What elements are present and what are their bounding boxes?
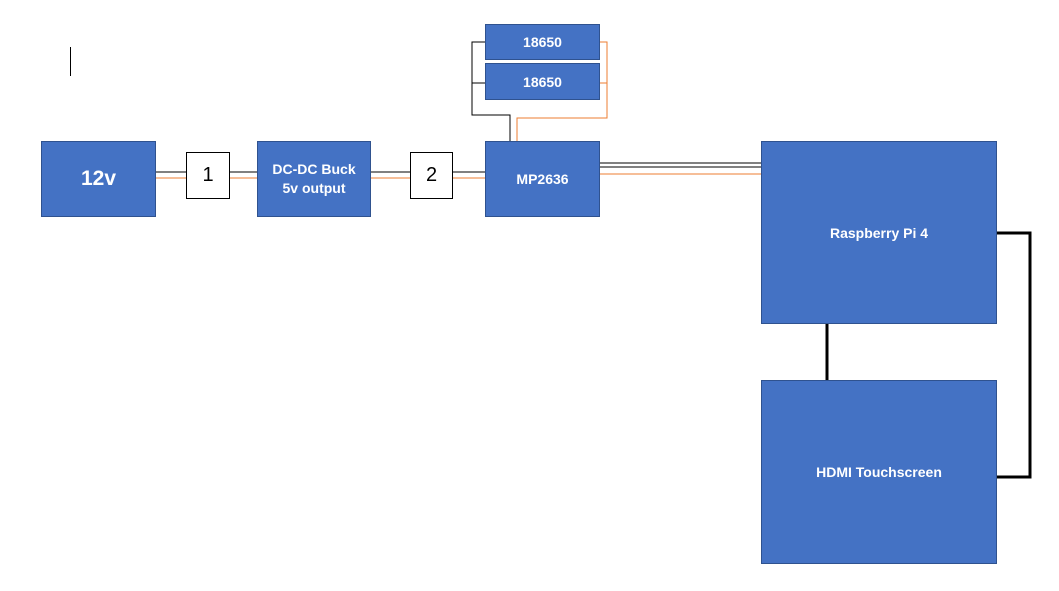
connector-2-block: 2: [410, 152, 453, 199]
charger-label: MP2636: [516, 171, 569, 187]
dc-dc-buck-block: DC-DC Buck 5v output: [257, 141, 371, 217]
battery-ground-wire: [471, 41, 511, 141]
power-supply-label: 12v: [80, 167, 117, 190]
raspberry-pi-label: Raspberry Pi 4: [829, 224, 929, 241]
hdmi-touchscreen-block: HDMI Touchscreen: [761, 380, 997, 564]
power-supply-12v-block: 12v: [41, 141, 156, 217]
battery-bottom-label: 18650: [523, 73, 562, 90]
pi-to-screen-hdmi-cable: [996, 231, 1032, 479]
connector-1-label: 1: [202, 164, 214, 186]
connector-1-block: 1: [186, 152, 230, 199]
battery-18650-bottom-block: 18650: [485, 63, 600, 100]
battery-top-label: 18650: [523, 34, 562, 50]
battery-18650-top-block: 18650: [485, 24, 600, 60]
text-cursor: [70, 47, 71, 76]
battery-positive-wire: [516, 41, 608, 141]
buck-label-line2: 5v output: [282, 180, 346, 196]
mp2636-charger-block: MP2636: [485, 141, 600, 217]
buck-label-line1: DC-DC Buck: [272, 161, 356, 177]
connector-2-label: 2: [425, 164, 438, 186]
raspberry-pi-block: Raspberry Pi 4: [761, 141, 997, 324]
touchscreen-label: HDMI Touchscreen: [816, 464, 942, 480]
